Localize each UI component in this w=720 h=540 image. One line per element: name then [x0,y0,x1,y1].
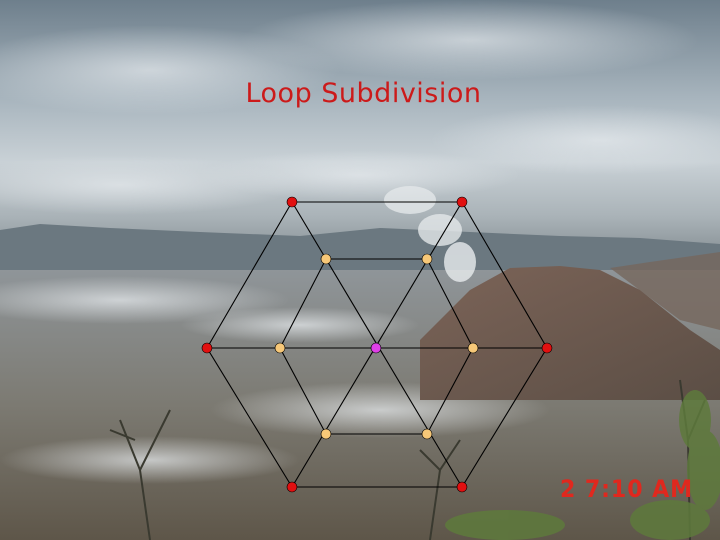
vertices [201,196,553,493]
edge-vertex [421,253,433,265]
edge-vertex [320,428,332,440]
volcano [420,266,720,400]
original-vertex [541,342,553,354]
steam-plume [384,186,476,282]
original-vertex [456,481,468,493]
foliage [445,390,720,540]
original-vertex [201,342,213,354]
edge-vertex [467,342,479,354]
edge-vertex [320,253,332,265]
original-vertex [286,481,298,493]
original-vertex [456,196,468,208]
original-vertex [286,196,298,208]
right-slope [610,252,720,330]
sky-clouds [0,0,720,215]
edge-vertex [421,428,433,440]
slide-title: Loop Subdivision [245,78,482,109]
edge-vertex [274,342,286,354]
photo-timestamp: 2 7:10 AM [560,475,693,503]
center-vertex [370,342,382,354]
